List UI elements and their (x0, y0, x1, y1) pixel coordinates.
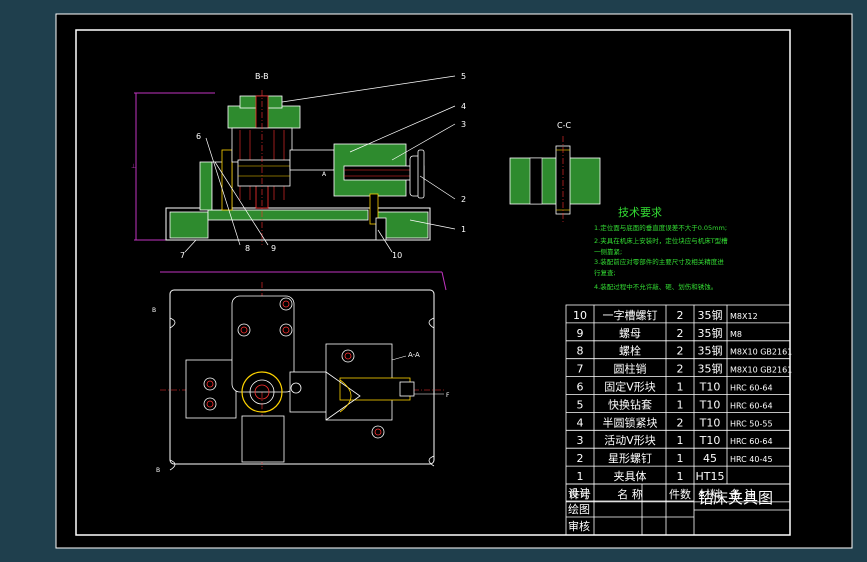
drawing-sheet (55, 13, 853, 549)
bom-header-name: 名 称 (617, 487, 643, 501)
callout-5: 5 (461, 72, 466, 81)
bom-cell-note: M8X10 GB2161 (730, 366, 792, 375)
bom-header-note: 备 注 (730, 487, 756, 501)
bom-cell-no: 5 (577, 398, 584, 411)
bom-cell-qty: 1 (677, 434, 684, 447)
bom-cell-note: HRC 50-55 (730, 419, 773, 428)
svg-text:⊥: ⊥ (131, 163, 136, 170)
bom-cell-qty: 2 (677, 345, 684, 358)
bom-cell-mat: 35钢 (698, 363, 723, 376)
tech-line-3: 一侧靠紧; (594, 247, 622, 256)
bom-cell-mat: T10 (699, 434, 721, 447)
bom-cell-note: HRC 60-64 (730, 401, 773, 410)
marker-a: A (322, 171, 327, 178)
tech-line-2: 2.夹具在机床上安装时，定位块应与机床T型槽 (594, 236, 728, 245)
marker-b-bottom: B (156, 467, 160, 474)
drawing-title: 钻床夹具图 (698, 489, 773, 507)
callout-2: 2 (461, 195, 466, 204)
bom-cell-no: 8 (577, 345, 584, 358)
tb-draw: 绘图 (568, 502, 590, 516)
plan-view: B B A-A F (152, 271, 450, 474)
bom-cell-name: 圆柱销 (614, 362, 647, 376)
callout-8: 8 (245, 244, 250, 253)
bom-table (565, 304, 791, 536)
bom-cell-name: 夹具体 (614, 469, 647, 483)
bom-cell-qty: 1 (677, 452, 684, 465)
bom-cell-mat: 45 (703, 452, 717, 465)
callout-1: 1 (461, 225, 466, 234)
bom-cell-qty: 1 (677, 398, 684, 411)
tech-line-5: 行复查; (594, 268, 616, 277)
drawing-border (75, 29, 791, 536)
tb-design: 设计 (568, 487, 590, 500)
bom-cell-no: 4 (577, 416, 584, 429)
bom-cell-mat: 35钢 (698, 327, 723, 340)
bom-cell-note: M8 (730, 330, 742, 339)
bom-cell-mat: HT15 (696, 470, 725, 483)
svg-text:F: F (446, 392, 450, 399)
section-view-cc: C-C (509, 121, 601, 222)
tb-review: 审核 (568, 519, 590, 533)
tech-title: 技术要求 (618, 206, 662, 219)
callout-7: 7 (180, 251, 185, 260)
callout-10: 10 (392, 251, 402, 260)
bom-cell-name: 一字槽螺钉 (603, 308, 658, 322)
bom-cell-name: 螺母 (619, 327, 641, 340)
view-label-aa: A-A (408, 351, 420, 359)
bom-cell-note: HRC 40-45 (730, 455, 773, 464)
bom-cell-no: 2 (577, 452, 584, 465)
callout-4: 4 (461, 102, 466, 111)
callout-numbers-bb: 5 4 3 2 1 6 7 8 9 10 (180, 72, 466, 260)
bom-header-mat: 材料 (699, 487, 721, 501)
bom-cell-qty: 1 (677, 381, 684, 394)
bom-cell-qty: 2 (677, 363, 684, 376)
callout-6: 6 (196, 132, 201, 141)
bom-cell-name: 星形螺钉 (608, 452, 652, 465)
view-label-cc: C-C (557, 121, 571, 130)
bom-cell-note: HRC 60-64 (730, 437, 773, 446)
bom-cell-mat: 35钢 (698, 309, 723, 322)
bom-cell-no: 3 (577, 434, 584, 447)
bom-cell-qty: 2 (677, 327, 684, 340)
bom-cell-mat: T10 (699, 416, 721, 429)
bom-cell-no: 6 (577, 381, 584, 394)
bom-cell-note: M8X10 GB2161 (730, 348, 792, 357)
title-block (566, 483, 790, 535)
bom-cell-no: 9 (577, 327, 584, 340)
bom-cell-name: 固定V形块 (604, 380, 656, 394)
bom-rows: 10 一字槽螺钉 2 35钢 M8X12 9 螺母 2 35钢 M8 8 螺栓 2 35钢 M8X10 GB… (569, 308, 792, 501)
bom-cell-no: 1 (577, 470, 584, 483)
bom-cell-qty: 2 (677, 416, 684, 429)
bom-cell-no: 7 (577, 363, 584, 376)
bom-cell-mat: T10 (699, 398, 721, 411)
callout-3: 3 (461, 120, 466, 129)
bom-cell-name: 螺栓 (619, 344, 641, 358)
bom-cell-name: 半圆锁紧块 (603, 415, 658, 429)
marker-b-top: B (152, 307, 156, 314)
technical-requirements: 技术要求 1.定位面与底面的垂直度误差不大于0.05mm; 2.夹具在机床上安装… (594, 206, 728, 291)
bom-cell-note: HRC 60-64 (730, 384, 773, 393)
bom-header-no: 件号 (569, 488, 591, 501)
tech-line-1: 1.定位面与底面的垂直度误差不大于0.05mm; (594, 223, 727, 232)
bom-cell-mat: T10 (699, 381, 721, 394)
bom-cell-qty: 2 (677, 309, 684, 322)
tech-line-4: 3.装配前应对零部件的主要尺寸及相关精度进 (594, 257, 724, 266)
bom-cell-no: 10 (573, 309, 587, 322)
bom-cell-note: M8X12 (730, 312, 758, 321)
callout-9: 9 (271, 244, 276, 253)
bom-cell-name: 活动V形块 (604, 434, 656, 447)
bom-cell-qty: 1 (677, 470, 684, 483)
bom-header-qty: 件数 (669, 488, 691, 501)
section-view-bb: B-B ⊥ (131, 72, 466, 260)
bom-cell-name: 快换钻套 (608, 397, 652, 411)
tech-line-6: 4.装配过程中不允许敲、砸、划伤和锈蚀。 (594, 282, 717, 291)
view-label-bb: B-B (255, 72, 269, 81)
bom-cell-mat: 35钢 (698, 345, 723, 358)
